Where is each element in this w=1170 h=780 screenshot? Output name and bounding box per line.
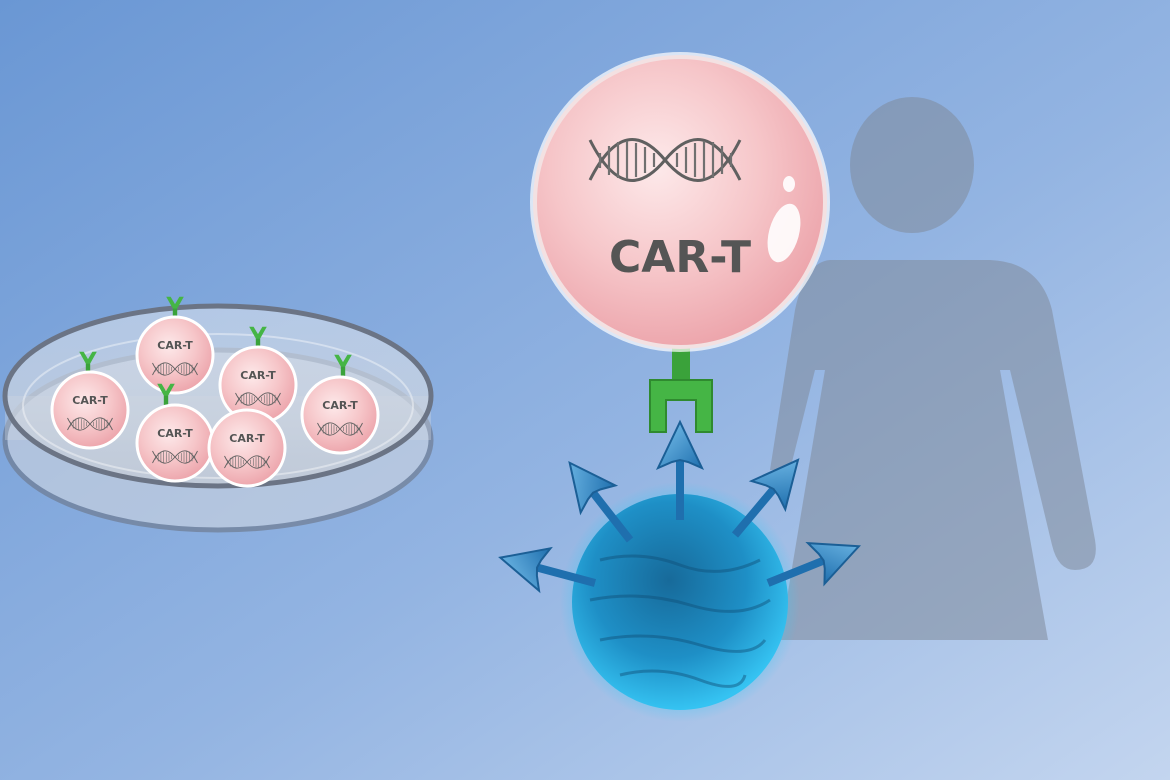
dish-cell: CAR-T bbox=[135, 383, 215, 483]
dish-cell: CAR-T bbox=[300, 354, 380, 455]
antigen-arrows bbox=[498, 419, 862, 594]
antigen-arrow-icon bbox=[766, 541, 862, 587]
antigen-arrow-icon bbox=[655, 419, 705, 520]
dish-cell: CAR-T bbox=[207, 408, 287, 488]
antigen-arrow-icon bbox=[568, 460, 634, 543]
cell-label: CAR-T bbox=[229, 432, 265, 445]
antigen-arrow-icon bbox=[498, 546, 597, 594]
main-car-t-cell: CAR-T bbox=[530, 52, 830, 352]
cell-label: CAR-T bbox=[72, 394, 108, 407]
cell-label: CAR-T bbox=[157, 339, 193, 352]
cell-label: CAR-T bbox=[322, 399, 358, 412]
dish-cell: CAR-T bbox=[50, 351, 130, 450]
main-car-receptor-icon bbox=[649, 322, 713, 433]
antigen-arrow-icon bbox=[731, 458, 800, 538]
cell-label: CAR-T bbox=[157, 427, 193, 440]
main-cell-label: CAR-T bbox=[609, 232, 751, 283]
tumor-cell-icon bbox=[560, 482, 800, 722]
cell-label: CAR-T bbox=[240, 369, 276, 382]
dish-cell: CAR-T bbox=[135, 296, 215, 395]
